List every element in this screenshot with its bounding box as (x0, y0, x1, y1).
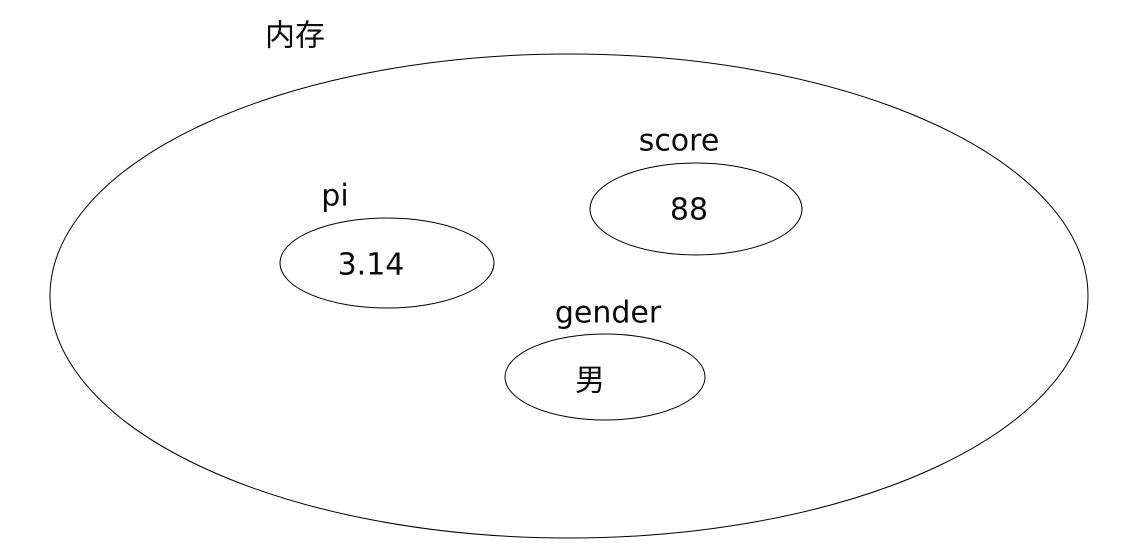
memory-container-ellipse (50, 54, 1088, 538)
variable-ellipse-score (590, 163, 802, 255)
variable-label-score: score (639, 124, 720, 159)
variable-value-pi: 3.14 (338, 248, 405, 283)
variable-label-gender: gender (555, 296, 662, 331)
variable-value-score: 88 (670, 193, 708, 228)
variable-ellipse-pi (280, 218, 494, 308)
variable-label-pi: pi (321, 179, 348, 214)
variable-ellipse-gender (505, 334, 705, 420)
variable-value-gender: 男 (575, 364, 605, 399)
memory-container-label: 内存 (265, 19, 325, 54)
